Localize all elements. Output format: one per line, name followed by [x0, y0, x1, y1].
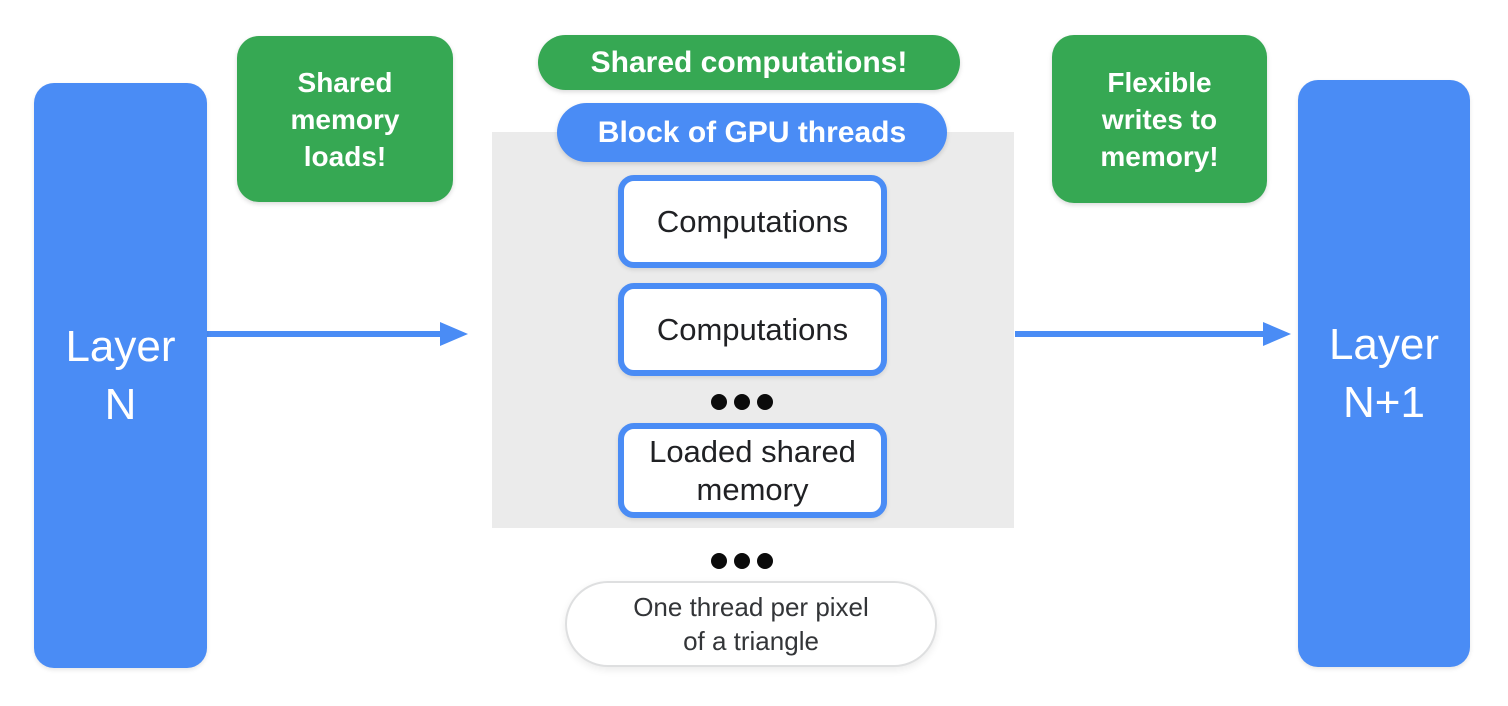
arrowhead-icon: [1263, 322, 1291, 346]
block-title-text: Block of GPU threads: [597, 115, 907, 149]
loaded-shared-memory-label: Loaded shared memory: [649, 433, 856, 507]
dot: [757, 553, 773, 569]
layer-n1-label: Layer N+1: [1328, 319, 1440, 427]
layer-n-node: Layer N: [34, 83, 207, 668]
dot: [734, 394, 750, 410]
layer-n-label: Layer N: [65, 321, 176, 429]
ellipsis-dots-inside-block: [711, 394, 773, 410]
dot: [757, 394, 773, 410]
arrowhead-icon: [440, 322, 468, 346]
arrow-shaft: [1015, 331, 1265, 337]
note-text: Shared computations!: [590, 45, 908, 79]
dot: [711, 553, 727, 569]
computations-label: Computations: [656, 203, 849, 239]
shared-memory-loads-note: Shared memory loads!: [237, 36, 453, 202]
block-of-gpu-threads-title: Block of GPU threads: [557, 103, 947, 162]
caption-text: One thread per pixel of a triangle: [633, 592, 869, 656]
one-thread-per-pixel-caption: One thread per pixel of a triangle: [565, 581, 937, 667]
loaded-shared-memory-box: Loaded shared memory: [618, 423, 887, 518]
layer-n1-node: Layer N+1: [1298, 80, 1470, 667]
computations-label: Computations: [656, 311, 849, 347]
note-text: Shared memory loads!: [290, 66, 400, 172]
flexible-writes-note: Flexible writes to memory!: [1052, 35, 1267, 203]
shared-computations-note: Shared computations!: [538, 35, 960, 90]
computations-box-1: Computations: [618, 175, 887, 268]
arrow-shaft: [207, 331, 443, 337]
computations-box-2: Computations: [618, 283, 887, 376]
dot: [711, 394, 727, 410]
dot: [734, 553, 750, 569]
note-text: Flexible writes to memory!: [1100, 66, 1219, 172]
ellipsis-dots-below-block: [711, 553, 773, 569]
